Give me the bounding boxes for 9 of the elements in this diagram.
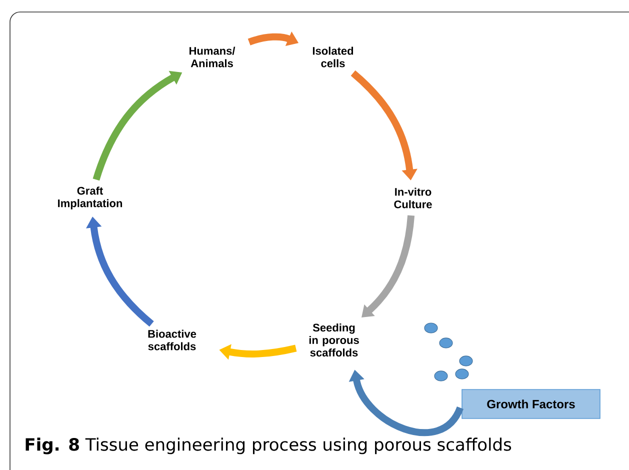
step-label: Humans/ Animals: [190, 46, 236, 68]
step-label: In-vitro Culture: [394, 188, 432, 208]
factor-box: Growth Factors: [462, 389, 600, 419]
step-label: Bioactive scaffolds: [148, 330, 196, 350]
arrow: [362, 215, 415, 318]
step-label: Isolated cells: [312, 46, 354, 68]
step-label: Graft Implantation: [58, 186, 122, 210]
step-label: Seeding in porous scaffolds: [309, 323, 359, 357]
figure-caption: Fig. 8 Tissue engineering process using porous scaffolds: [26, 438, 512, 454]
